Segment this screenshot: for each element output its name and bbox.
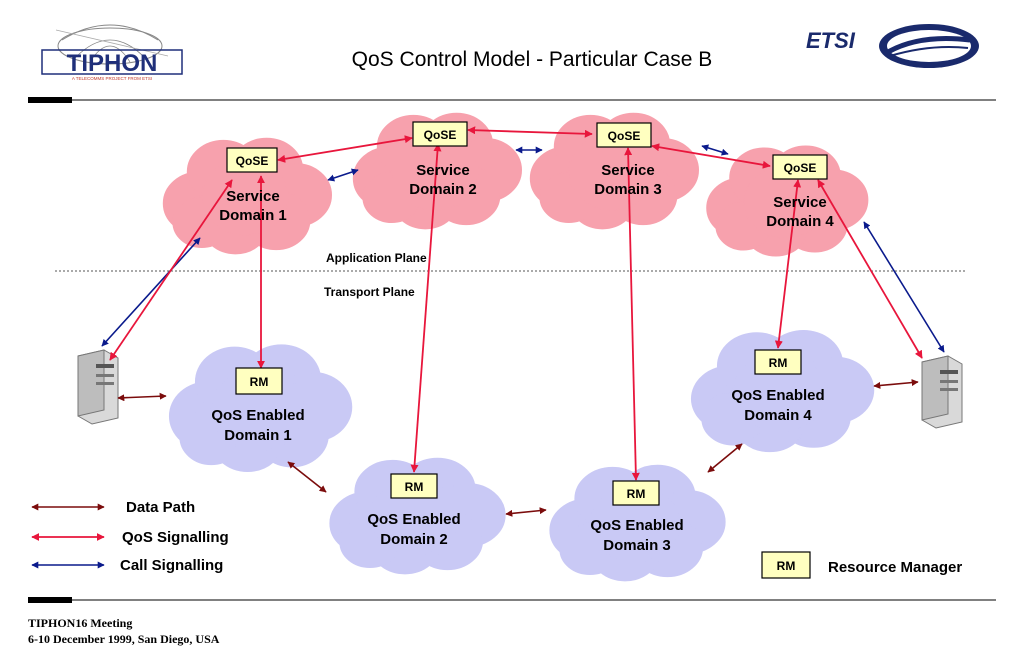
service-domain-2-line2: Domain 2 [409, 181, 477, 198]
data-path-qos2-qos3 [505, 507, 547, 517]
qos-domain-4-line2: Domain 4 [744, 407, 812, 424]
page-title: QoS Control Model - Particular Case B [352, 48, 713, 71]
service-domain-2-line1: Service [416, 162, 469, 179]
rm-box-3 [612, 480, 660, 506]
qos-signal-qose2-qose3 [467, 126, 593, 138]
qose-box-2-label: QoSE [424, 128, 457, 142]
tiphon-logo: TIPHON A TELECOMMS PROJECT FROM ETSI [41, 24, 183, 81]
terminal-right-icon [921, 355, 963, 429]
rm-box-3-label: RM [627, 487, 646, 501]
data-path-qos1-qos2 [287, 461, 327, 493]
service-domain-3-line1: Service [601, 162, 654, 179]
rm-box-1 [235, 367, 283, 395]
qos-signalling-arrows [109, 126, 923, 481]
application-plane-label: Application Plane [326, 251, 427, 265]
qos-domain-3-content: RM QoS Enabled Domain 3 [590, 480, 684, 554]
data-path-qos4-terminal [873, 379, 919, 389]
qos-domain-4-content: RM QoS Enabled Domain 4 [731, 349, 825, 424]
rm-box-2 [390, 473, 438, 499]
etsi-logo: ETSI [806, 24, 979, 68]
qos-signal-qose4-terminal [817, 179, 923, 359]
qose-box-2 [412, 121, 468, 147]
qos-signal-qose3-qose4 [651, 143, 771, 169]
service-domain-1-line2: Domain 1 [219, 207, 287, 224]
rm-box-4 [754, 349, 802, 375]
qos-signal-qose2-rm2 [410, 143, 442, 473]
data-path-arrows [117, 379, 919, 517]
terminal-left-icon [77, 349, 119, 425]
header-rule-accent [28, 97, 72, 103]
qos-domain-1-content: RM QoS Enabled Domain 1 [211, 367, 305, 444]
qose-box-4 [772, 154, 828, 180]
qose-box-3 [596, 122, 652, 148]
service-domain-1-line1: Service [226, 188, 279, 205]
footer-rule-accent [28, 597, 72, 603]
legend-data-path-label: Data Path [126, 499, 195, 516]
qos-signal-terminal-qose1 [109, 179, 233, 361]
transport-plane-label: Transport Plane [324, 285, 415, 299]
data-path-terminal-qos1 [117, 392, 167, 402]
service-domain-1-content: QoSE Service Domain 1 [219, 147, 287, 224]
qos-signal-qose1-qose2 [277, 135, 413, 163]
rm-box-2-label: RM [405, 480, 424, 494]
qos-domain-2-line1: QoS Enabled [367, 511, 460, 528]
tiphon-logo-text: TIPHON [67, 50, 158, 77]
qose-box-1 [226, 147, 278, 173]
etsi-logo-text: ETSI [806, 28, 856, 53]
legend-rm-box-label: RM [777, 559, 796, 573]
service-domain-3-line2: Domain 3 [594, 181, 662, 198]
qos-domain-4-line1: QoS Enabled [731, 387, 824, 404]
service-domain-4-content: QoSE Service Domain 4 [766, 154, 834, 230]
call-signal-sd4-terminal [863, 221, 945, 353]
qos-signal-qose3-rm3 [624, 147, 640, 481]
legend-call-signalling-label: Call Signalling [120, 557, 223, 574]
data-path-qos3-qos4 [707, 443, 743, 473]
service-domain-4-line2: Domain 4 [766, 213, 834, 230]
service-domain-4-line1: Service [773, 194, 826, 211]
qose-box-4-label: QoSE [784, 161, 817, 175]
call-signal-sd1-sd2 [327, 168, 359, 182]
qos-domain-1-line1: QoS Enabled [211, 407, 304, 424]
qos-domain-3-line2: Domain 3 [603, 537, 671, 554]
qos-domain-2-content: RM QoS Enabled Domain 2 [367, 473, 461, 548]
rm-box-1-label: RM [250, 375, 269, 389]
legend-rm-box [761, 551, 811, 579]
call-signal-terminal-sd1 [101, 237, 201, 347]
qos-domain-2-line2: Domain 2 [380, 531, 448, 548]
qose-box-3-label: QoSE [608, 129, 641, 143]
qos-domain-3-line1: QoS Enabled [590, 517, 683, 534]
qos-domain-1-line2: Domain 1 [224, 427, 292, 444]
footer-meeting: TIPHON16 Meeting [28, 616, 132, 630]
tiphon-logo-subtitle: A TELECOMMS PROJECT FROM ETSI [72, 76, 152, 81]
legend-resource-manager-label: Resource Manager [828, 559, 962, 576]
rm-box-4-label: RM [769, 356, 788, 370]
legend-qos-signalling-label: QoS Signalling [122, 529, 229, 546]
qos-signal-qose4-rm4 [774, 179, 802, 349]
service-domain-3-content: QoSE Service Domain 3 [594, 122, 662, 198]
footer-date-location: 6-10 December 1999, San Diego, USA [28, 632, 220, 646]
legend: Data Path QoS Signalling Call Signalling… [31, 499, 962, 579]
service-domain-2-content: QoSE Service Domain 2 [409, 121, 477, 198]
call-signal-sd3-sd4 [701, 144, 729, 156]
qose-box-1-label: QoSE [236, 154, 269, 168]
